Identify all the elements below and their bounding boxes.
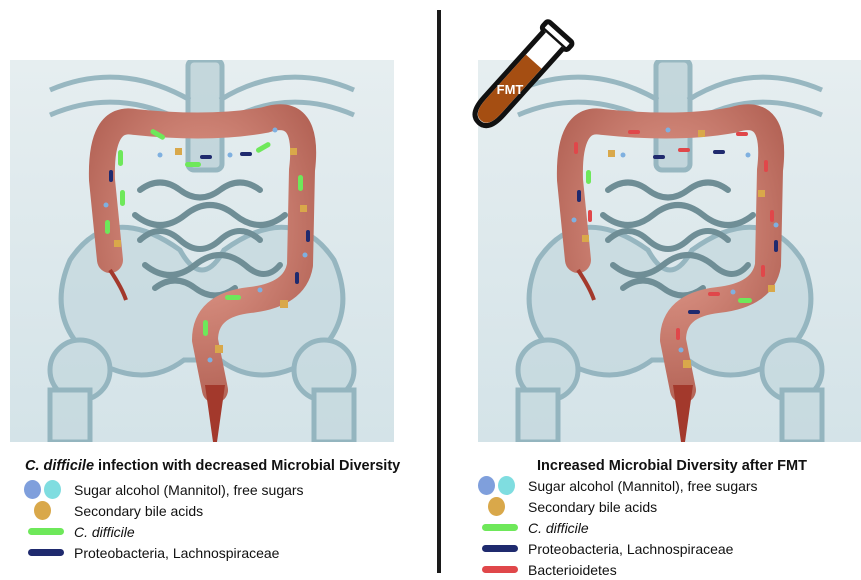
proteobacteria-swatch xyxy=(478,545,524,552)
proteobacteria-swatch xyxy=(24,549,70,556)
colon-diagram-left xyxy=(10,60,394,442)
legend-item-c-difficile: C. difficile xyxy=(24,521,304,542)
legend-item-bile-acids: Secondary bile acids xyxy=(24,500,304,521)
bile-acid-swatch xyxy=(478,497,524,516)
left-legend: Sugar alcohol (Mannitol), free sugars Se… xyxy=(24,479,304,563)
legend-item-proteobacteria: Proteobacteria, Lachnospiraceae xyxy=(478,538,758,559)
bacteroidetes-swatch xyxy=(478,566,524,573)
c-difficile-swatch xyxy=(478,524,524,531)
panel-divider xyxy=(437,10,441,573)
legend-item-proteobacteria: Proteobacteria, Lachnospiraceae xyxy=(24,542,304,563)
bile-acid-swatch xyxy=(24,501,70,520)
sugar-swatch xyxy=(24,480,70,499)
fmt-label: FMT xyxy=(497,82,524,97)
left-colon-illustration xyxy=(10,60,394,442)
legend-item-bile-acids: Secondary bile acids xyxy=(478,496,758,517)
legend-item-sugar: Sugar alcohol (Mannitol), free sugars xyxy=(478,475,758,496)
sugar-swatch xyxy=(478,476,524,495)
test-tube-icon: FMT xyxy=(452,12,586,144)
right-legend: Sugar alcohol (Mannitol), free sugars Se… xyxy=(478,475,758,580)
legend-item-sugar: Sugar alcohol (Mannitol), free sugars xyxy=(24,479,304,500)
legend-item-c-difficile: C. difficile xyxy=(478,517,758,538)
legend-item-bacteroidetes: Bacterioidetes xyxy=(478,559,758,580)
right-caption: Increased Microbial Diversity after FMT xyxy=(537,458,807,474)
c-difficile-swatch xyxy=(24,528,70,535)
left-caption: C. difficile infection with decreased Mi… xyxy=(25,458,400,474)
